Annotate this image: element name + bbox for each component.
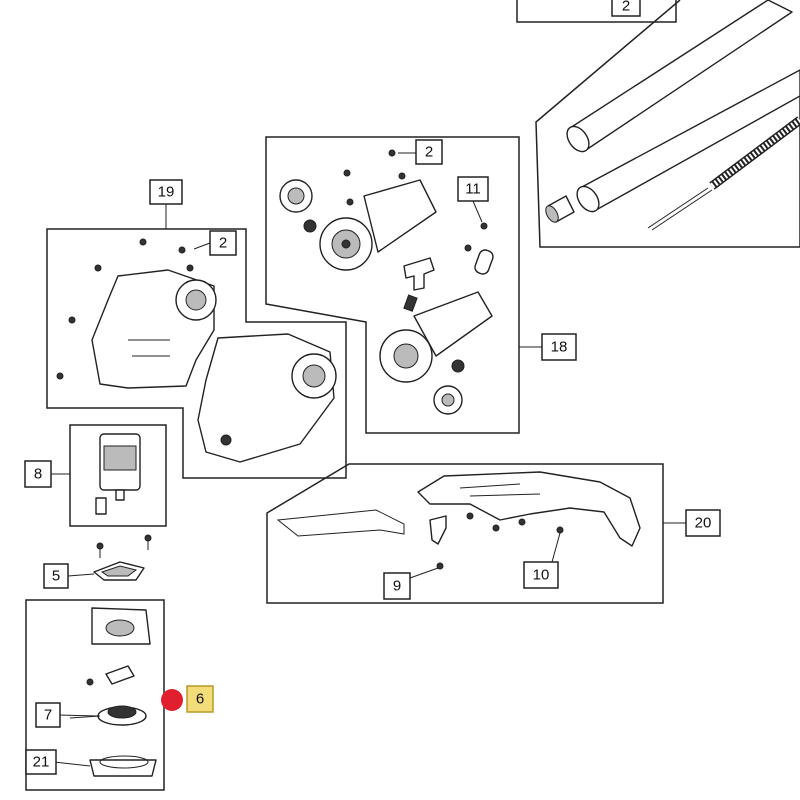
callout-21: 21	[33, 754, 50, 771]
callout-19: 19	[158, 184, 175, 201]
trimmer-guard-part	[417, 471, 641, 547]
screw-set-group18	[343, 149, 488, 252]
callout-2-group19: 2	[219, 235, 227, 252]
callout-7: 7	[44, 707, 52, 724]
gear-housing-part	[319, 179, 437, 271]
group-top-partial: 2	[516, 0, 677, 23]
selected-part-marker[interactable]	[161, 689, 183, 711]
spool-cover-part	[89, 755, 157, 777]
spool-spring-part	[86, 665, 135, 686]
flex-drive-cable	[647, 116, 800, 231]
cutting-line-loop	[276, 509, 405, 537]
electric-motor-part	[95, 433, 141, 515]
callout-18: 18	[551, 339, 568, 356]
group-8-motor: 8	[24, 424, 167, 527]
spool-housing-part	[91, 607, 151, 645]
group-20-guard: 20 9 10	[266, 463, 721, 604]
callout-10: 10	[533, 567, 550, 584]
lower-shaft-tube	[576, 69, 800, 213]
group-5-switch: 5	[43, 534, 152, 589]
screw-set-group20	[436, 512, 564, 570]
callout-9: 9	[393, 578, 401, 595]
group-18-gear-head: 2 11	[265, 136, 577, 434]
screw-set-group19	[56, 238, 194, 380]
callout-6[interactable]: 6	[196, 691, 204, 708]
shaft-bushing	[545, 195, 575, 223]
callout-6-highlight[interactable]	[186, 685, 214, 713]
callout-2-top: 2	[622, 0, 630, 15]
left-housing-shell	[91, 269, 217, 389]
group-shaft-tubes	[535, 0, 800, 248]
upper-shaft-tube	[566, 0, 793, 153]
pin-and-spring-parts	[403, 249, 494, 312]
lower-gear-housing-part	[379, 291, 493, 415]
drive-cap-part	[279, 179, 317, 233]
callout-8: 8	[34, 466, 42, 483]
guard-blade-bracket	[429, 515, 447, 545]
callout-2-group18: 2	[425, 144, 433, 161]
callout-5: 5	[52, 568, 60, 585]
group-6-spool-head: 7 21 6	[25, 599, 214, 791]
callout-11: 11	[465, 181, 481, 198]
right-housing-shell	[197, 333, 337, 463]
callout-20: 20	[695, 515, 712, 532]
group-19-housing: 19 2	[46, 179, 347, 479]
